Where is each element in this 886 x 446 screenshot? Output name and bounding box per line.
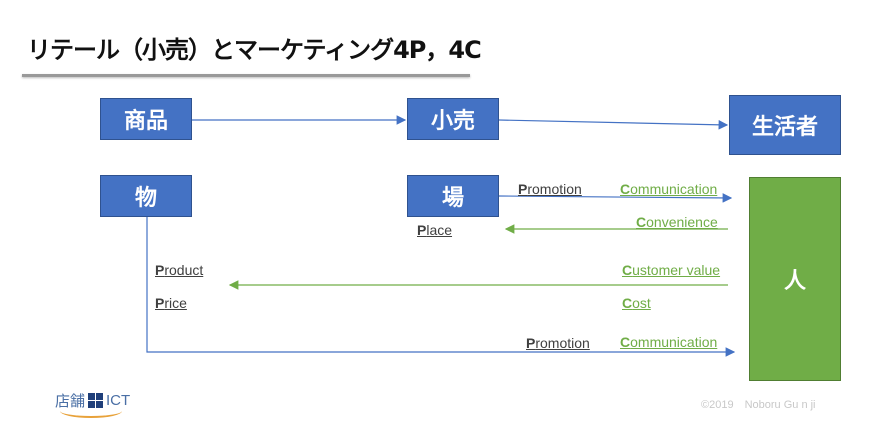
label-convenience: Convenience <box>636 214 718 230</box>
label-promotion-bottom: Promotion <box>526 335 590 351</box>
box-mono: 物 <box>100 175 192 217</box>
label-place: Place <box>417 222 453 238</box>
box-seikatsusha: 生活者 <box>729 95 841 155</box>
slide-title: リテール（小売）とマーケティング4P，4C <box>27 36 482 64</box>
label-customer-value: Customer value <box>622 262 721 278</box>
title-underline <box>22 74 470 77</box>
box-shohin: 商品 <box>100 98 192 140</box>
label-cost: Cost <box>622 295 651 311</box>
arrow-kouri-seikatsusha <box>498 119 729 130</box>
copyright: ©2019 Noboru Gu n ji <box>701 399 816 411</box>
label-promotion-top: Promotion <box>518 181 582 197</box>
label-price: Price <box>155 295 187 311</box>
label-communication-bottom: Communication <box>620 334 718 350</box>
logo-smile-icon <box>60 404 122 418</box>
arrow-promotion-bottom <box>146 217 736 357</box>
label-product: Product <box>155 262 204 278</box>
box-ba: 場 <box>407 175 499 217</box>
box-hito: 人 <box>749 177 841 381</box>
box-kouri: 小売 <box>407 98 499 140</box>
arrow-promotion-top <box>498 193 733 203</box>
label-communication-top: Communication <box>620 181 718 197</box>
